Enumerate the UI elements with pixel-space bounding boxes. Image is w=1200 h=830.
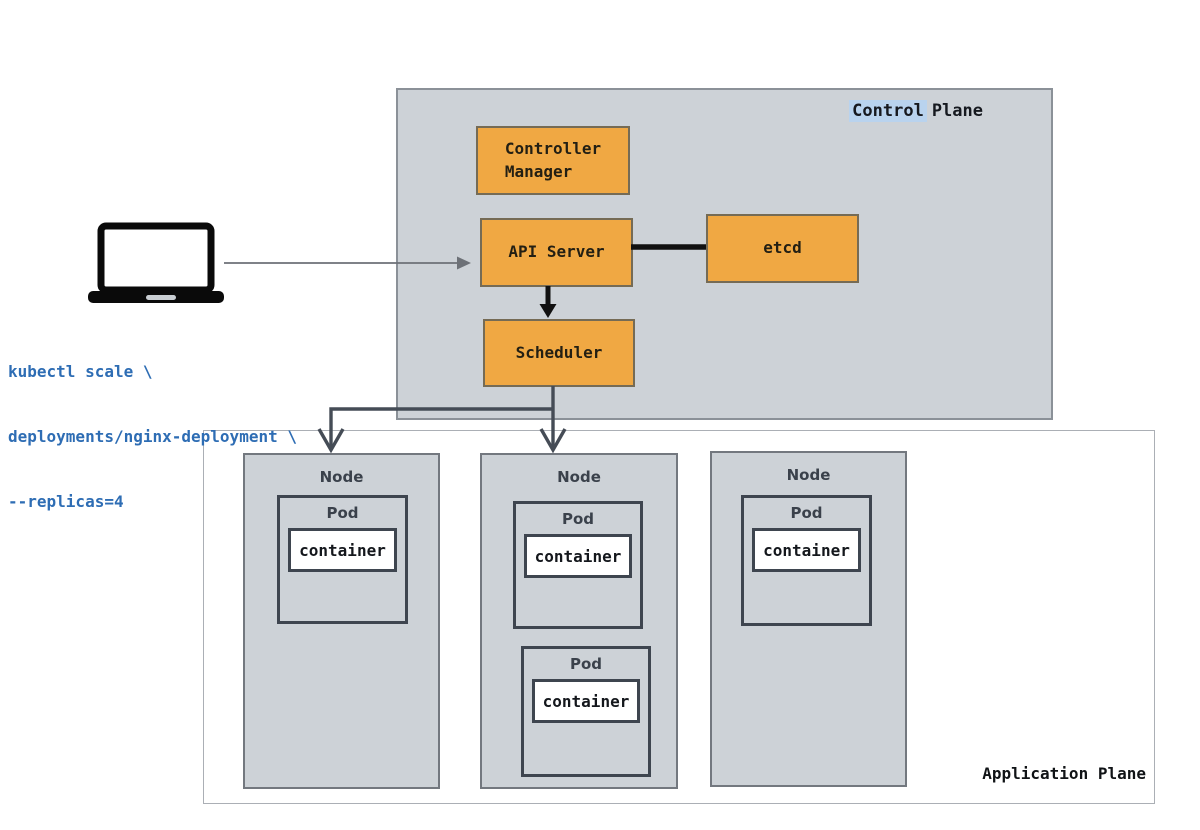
kubectl-command: kubectl scale \ deployments/nginx-deploy… — [8, 318, 297, 556]
application-plane-box: Node Pod container Node Pod container Po… — [203, 430, 1155, 804]
scheduler-box: Scheduler — [483, 319, 635, 387]
container-box: container — [752, 528, 861, 572]
pod-label: Pod — [790, 504, 823, 522]
node-label: Node — [786, 466, 831, 484]
pod-label: Pod — [561, 510, 595, 528]
kubectl-command-line: deployments/nginx-deployment \ — [8, 426, 297, 446]
pod-label: Pod — [326, 504, 359, 522]
node-label: Node — [557, 468, 601, 486]
controller-manager-box: Controller Manager — [476, 126, 630, 195]
node-box-1: Node Pod container — [243, 453, 440, 789]
container-box: container — [288, 528, 397, 572]
api-server-box: API Server — [480, 218, 633, 287]
kubectl-command-line: --replicas=4 — [8, 491, 124, 511]
kubectl-command-line: kubectl scale \ — [8, 362, 153, 382]
control-plane-title-rest: Plane — [931, 101, 983, 121]
node-label: Node — [319, 468, 364, 486]
container-box: container — [524, 534, 632, 578]
node-box-3: Node Pod container — [710, 451, 907, 787]
laptop-icon — [88, 222, 224, 303]
pod-box: Pod container — [741, 495, 872, 626]
pod-box: Pod container — [513, 501, 643, 629]
application-plane-title: Application Plane — [982, 764, 1146, 783]
control-plane-title-highlight: Control — [849, 100, 927, 122]
pod-box: Pod container — [521, 646, 651, 777]
pod-box: Pod container — [277, 495, 408, 624]
etcd-box: etcd — [706, 214, 859, 283]
container-box: container — [532, 679, 640, 723]
node-box-2: Node Pod container Pod container — [480, 453, 678, 789]
pod-label: Pod — [569, 655, 603, 673]
